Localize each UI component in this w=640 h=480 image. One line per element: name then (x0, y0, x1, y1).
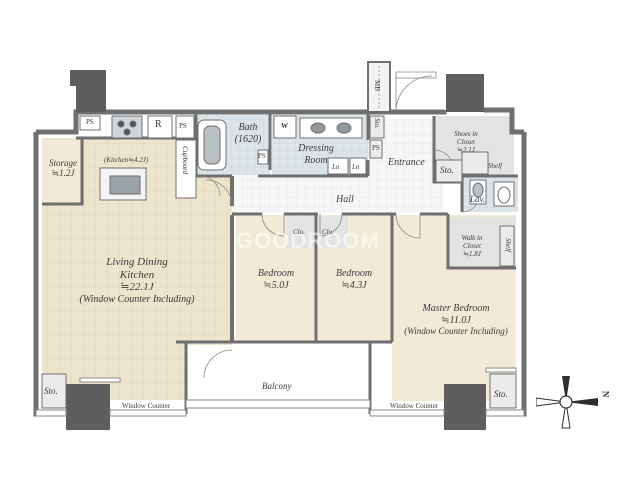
ps-label-4: PS (372, 144, 380, 152)
clo-label-1: Clo. (293, 228, 305, 236)
compass-north-label: N (600, 390, 611, 398)
hall-floor (232, 175, 444, 213)
lav-label: Lav. (470, 194, 486, 204)
doors (199, 149, 481, 379)
balcony-floor (186, 345, 370, 403)
balcony-label: Balcony (262, 381, 292, 391)
watermark: GOODROOM (236, 228, 380, 253)
sto-label-shoes: Sto. (440, 165, 454, 175)
shelf-label-2: Shelf (504, 238, 513, 252)
hall-label: Hall (336, 194, 354, 205)
ps-label-2: PS (179, 122, 187, 130)
sto-label-entrance: Sto. (373, 118, 382, 129)
refrigerator-space (147, 115, 173, 139)
ln-label-1: Ln (332, 163, 340, 171)
windows (35, 367, 525, 417)
bath-fixtures (197, 115, 367, 175)
columns (66, 70, 486, 430)
entrance-door (395, 71, 437, 111)
sto-label-master: Sto. (494, 389, 508, 399)
bedroom1-label: Bedroom≒5.0J (257, 268, 295, 291)
mb-label: MB (373, 80, 382, 91)
sink (109, 175, 141, 195)
ldk-label: Living Dining Kitchen ≒22.1J (Window Cou… (79, 256, 195, 305)
ln-label-2: Ln (352, 163, 360, 171)
cupboard (175, 139, 197, 199)
storage-label: Storage≒1.2J (49, 158, 77, 179)
entrance-label: Entrance (388, 157, 425, 168)
bath-label: Bath(1620) (234, 122, 262, 145)
storage-floor (42, 140, 82, 202)
meter-box (367, 61, 391, 113)
washer-label: W (281, 122, 288, 130)
refrigerator-label: R (155, 119, 162, 130)
window-counter-label-1: Window Counter (122, 402, 171, 410)
kitchen-fixtures (99, 115, 197, 201)
ps-label-3: PS (258, 152, 266, 160)
compass-icon (536, 376, 598, 429)
window-counter-label-2: Window Counter (390, 402, 439, 410)
storage-boxes (41, 115, 517, 409)
ps-label-1: PS (86, 118, 94, 126)
master-label: Master Bedroom ≒11.0J (Window Counter In… (404, 303, 508, 336)
kitchen-label: (Kitchen≒4.2J) (104, 156, 149, 164)
cupboard-label: Cupboard (181, 146, 190, 175)
washer-space (273, 115, 297, 139)
lav-fixtures (469, 179, 515, 207)
shelf-label-1: Shelf (488, 162, 502, 170)
clo-label-2: Clo. (322, 228, 334, 236)
sto-label-ldk: Sto. (44, 386, 58, 396)
bedroom2-label: Bedroom≒4.3J (335, 268, 373, 291)
